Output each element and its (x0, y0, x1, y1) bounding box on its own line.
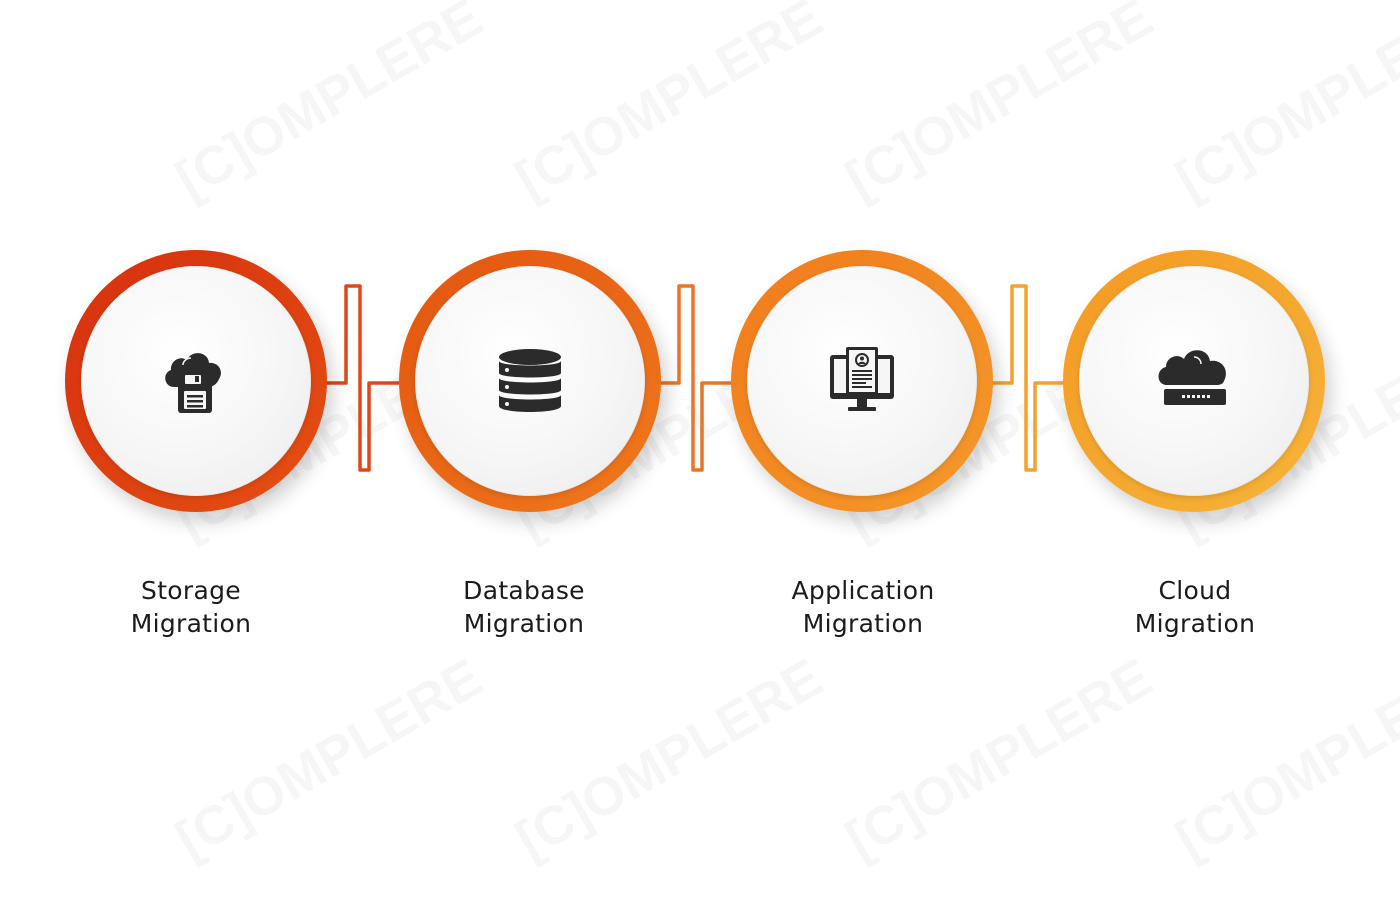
connector-3 (988, 284, 1068, 472)
step-circle-inner (747, 266, 977, 496)
step-label-cloud: Cloud Migration (1075, 574, 1315, 640)
step-label-database: Database Migration (404, 574, 644, 640)
connector-1 (323, 284, 403, 472)
step-label-line1: Cloud (1158, 576, 1232, 605)
step-label-line1: Storage (141, 576, 241, 605)
step-label-line2: Migration (463, 609, 585, 638)
step-circle-inner (415, 266, 645, 496)
database-icon (499, 349, 561, 412)
step-circle-storage (65, 250, 327, 512)
step-label-line2: Migration (130, 609, 252, 638)
step-label-line2: Migration (1134, 609, 1256, 638)
step-label-line2: Migration (802, 609, 924, 638)
step-circle-cloud (1063, 250, 1325, 512)
cloud-server-icon (1158, 350, 1226, 405)
cloud-floppy-icon (165, 353, 221, 413)
step-circle-inner (1079, 266, 1309, 496)
step-label-application: Application Migration (743, 574, 983, 640)
step-label-storage: Storage Migration (71, 574, 311, 640)
step-label-line1: Application (791, 576, 935, 605)
connector-2 (656, 284, 736, 472)
step-circle-inner (81, 266, 311, 496)
step-label-line1: Database (463, 576, 585, 605)
step-circle-database (399, 250, 661, 512)
step-circle-application (731, 250, 993, 512)
monitor-document-icon (830, 347, 894, 411)
